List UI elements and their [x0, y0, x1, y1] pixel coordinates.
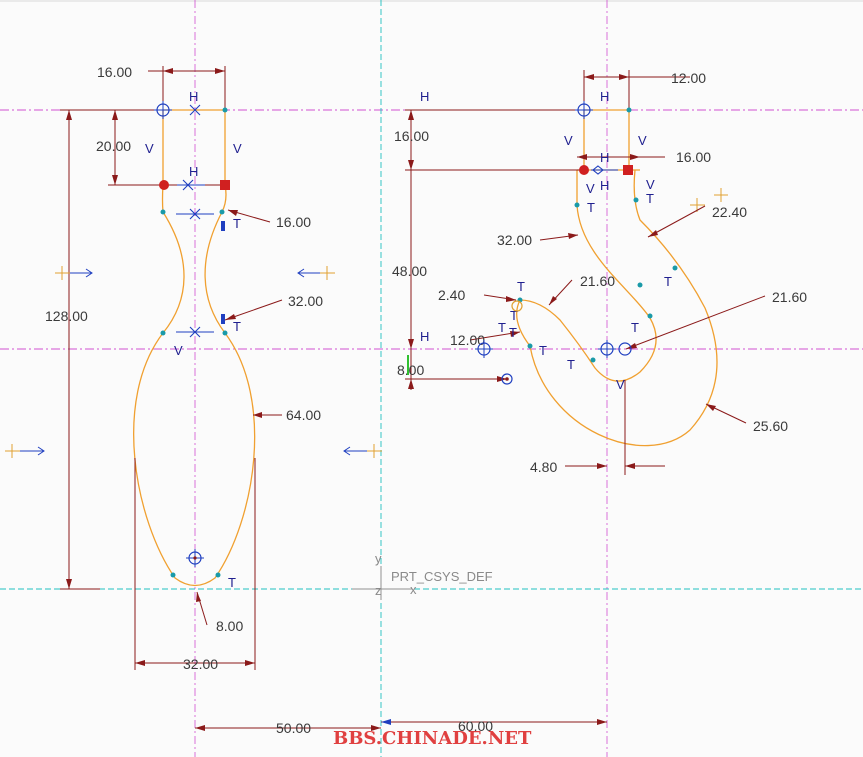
right-tip-arc-icon[interactable]	[511, 300, 523, 312]
left-top-vertex-icon[interactable]	[154, 101, 172, 119]
right-constraints: H H V V H H V V T T T T T T T H T T T V	[407, 89, 678, 392]
dim-left-top-width[interactable]: 16.00	[97, 64, 132, 80]
dim-left-body-radius[interactable]: 64.00	[286, 407, 321, 423]
svg-text:T: T	[664, 274, 672, 289]
right-top-vertex-icon[interactable]	[575, 101, 593, 119]
dim-right-outer-radius[interactable]: 25.60	[753, 418, 788, 434]
svg-text:H: H	[600, 178, 609, 193]
dim-right-neck-width[interactable]: 16.00	[676, 149, 711, 165]
left-waist-cross-marker	[176, 326, 214, 338]
left-profile-curve[interactable]	[133, 109, 256, 587]
dim-right-tip-drop[interactable]: 8.00	[397, 362, 424, 378]
dim-right-drop-height[interactable]: 48.00	[392, 263, 427, 279]
dim-left-bottom-width[interactable]: 32.00	[183, 656, 218, 672]
svg-text:V: V	[564, 133, 573, 148]
svg-text:V: V	[638, 133, 647, 148]
right-hook-curve[interactable]	[516, 109, 718, 447]
right-point-icon[interactable]	[501, 373, 513, 385]
dim-right-tip-radius[interactable]: 22.40	[712, 204, 747, 220]
svg-text:T: T	[517, 279, 525, 294]
svg-text:T: T	[233, 319, 241, 334]
svg-text:V: V	[233, 141, 242, 156]
right-neck-symbol	[591, 165, 618, 175]
svg-text:T: T	[567, 357, 575, 372]
svg-text:V: V	[145, 141, 154, 156]
svg-text:H: H	[600, 89, 609, 104]
svg-text:H: H	[189, 164, 198, 179]
left-profile[interactable]	[133, 109, 256, 587]
dim-right-inner-radius-a[interactable]: 21.60	[580, 273, 615, 289]
left-neck-cross-marker	[176, 208, 214, 220]
left-dimensions: 16.00 20.00 128.00 16.00 32.00 64.00 8.0…	[45, 64, 381, 736]
dim-right-tip-offset[interactable]: 12.00	[450, 332, 485, 348]
axis-y-label: y	[375, 551, 382, 566]
left-constraints: H V V H T T V T	[145, 89, 242, 590]
svg-text:T: T	[539, 343, 547, 358]
svg-text:H: H	[600, 150, 609, 165]
svg-text:H: H	[420, 329, 429, 344]
dim-right-inner-radius-b[interactable]: 21.60	[772, 289, 807, 305]
dim-left-bottom-radius[interactable]: 8.00	[216, 618, 243, 634]
left-bottom-center-icon[interactable]	[186, 549, 204, 567]
svg-text:T: T	[631, 320, 639, 335]
svg-text:V: V	[646, 177, 655, 192]
left-neck-symbol	[177, 179, 205, 191]
right-tip-center-icon[interactable]	[475, 340, 493, 358]
svg-text:T: T	[646, 191, 654, 206]
svg-text:V: V	[174, 343, 183, 358]
right-dimensions: 12.00 16.00 16.00 22.40 32.00 48.00 21.6…	[381, 70, 807, 734]
left-top-cross-marker	[189, 104, 201, 116]
dim-right-shank-radius[interactable]: 32.00	[497, 232, 532, 248]
svg-text:T: T	[233, 216, 241, 231]
dim-right-top-width[interactable]: 12.00	[671, 70, 706, 86]
dim-right-top-height[interactable]: 16.00	[394, 128, 429, 144]
svg-text:T: T	[510, 308, 518, 323]
svg-text:H: H	[420, 89, 429, 104]
dim-left-neck-height[interactable]: 20.00	[96, 138, 131, 154]
right-hook-center-icon[interactable]	[598, 340, 632, 358]
coordinate-system[interactable]: y z x PRT_CSYS_DEF	[352, 551, 493, 600]
dim-right-offset[interactable]: 60.00	[458, 718, 493, 734]
dim-right-tip-round[interactable]: 2.40	[438, 287, 465, 303]
axis-z-label: z	[375, 583, 382, 598]
watermark-text: BBS.CHINADE.NET	[333, 728, 532, 749]
svg-text:H: H	[189, 89, 198, 104]
dim-left-waist-radius[interactable]: 32.00	[288, 293, 323, 309]
svg-text:T: T	[228, 575, 236, 590]
right-profile[interactable]	[516, 109, 718, 447]
svg-text:V: V	[586, 181, 595, 196]
svg-text:T: T	[509, 325, 517, 340]
csys-label: PRT_CSYS_DEF	[391, 569, 493, 584]
svg-text:T: T	[498, 320, 506, 335]
dim-left-neck-radius[interactable]: 16.00	[276, 214, 311, 230]
dim-left-offset[interactable]: 50.00	[276, 720, 311, 736]
svg-text:V: V	[616, 377, 625, 392]
dim-right-center-offset[interactable]: 4.80	[530, 459, 557, 475]
svg-text:T: T	[587, 200, 595, 215]
axis-x-label: x	[410, 582, 417, 597]
reference-arrows	[5, 188, 728, 458]
dim-left-total-height[interactable]: 128.00	[45, 308, 88, 324]
